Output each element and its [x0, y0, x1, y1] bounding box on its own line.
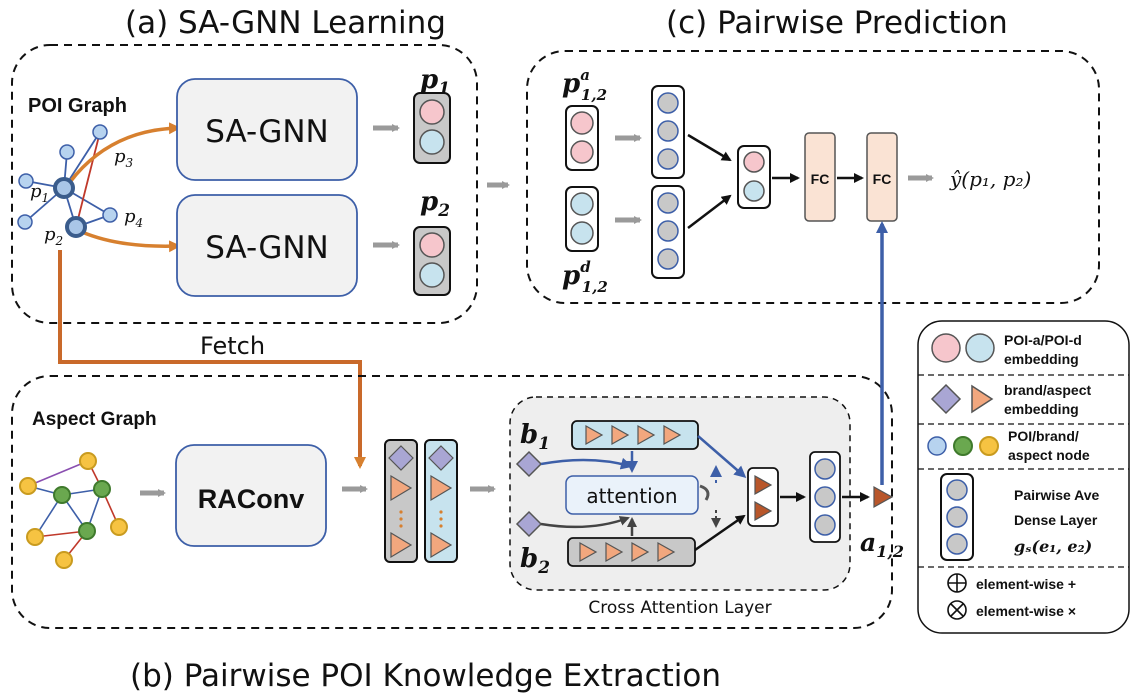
legend-item4-line1: Pairwise Ave [1014, 487, 1100, 503]
b2-label: b2 [520, 544, 550, 578]
output-p2-label: p2 [420, 187, 450, 221]
b1-sequence [571, 420, 699, 450]
blue-node [570, 192, 594, 216]
gray-node [946, 533, 968, 555]
embedding-column-2 [424, 439, 458, 563]
legend-triangle [971, 384, 994, 414]
dark-triangle [754, 474, 773, 496]
a12-triangle [873, 485, 894, 509]
pink-node [743, 151, 765, 173]
title-b: (b) Pairwise POI Knowledge Extraction [130, 658, 721, 694]
dark-arrow [540, 516, 630, 529]
pink-node [419, 99, 445, 125]
legend-pink-node [931, 333, 961, 363]
sagnn-label-bottom: SA-GNN [205, 230, 329, 266]
node-p3-label: p3 [114, 146, 134, 170]
blue-node [419, 129, 445, 155]
blue-node [570, 221, 594, 245]
b1-label: b1 [520, 420, 550, 454]
gray-node [814, 458, 836, 480]
blue-node [743, 180, 765, 202]
aspect-nodes [19, 452, 128, 569]
node-p4-label: p4 [124, 206, 143, 230]
sagnn-box-top [176, 78, 358, 181]
fused-vector [747, 467, 779, 527]
legend-aspect-node [979, 436, 999, 456]
gray-node [946, 479, 968, 501]
a12-label: a1,2 [860, 528, 904, 561]
gray-node [657, 120, 679, 142]
poi-graph-label: POI Graph [28, 95, 127, 117]
legend-item3-line1: POI/brand/ [1008, 428, 1079, 444]
legend-item4-math: gₛ(e₁, e₂) [1014, 537, 1092, 556]
sagnn-box-bottom [176, 194, 358, 297]
blue-arrow [540, 457, 633, 470]
pink-node [570, 140, 594, 164]
sagnn-label-top: SA-GNN [205, 114, 329, 150]
b2-sequence [567, 537, 696, 567]
gray-node [814, 486, 836, 508]
blue-node [419, 262, 445, 288]
aspect-graph-label: Aspect Graph [32, 409, 157, 430]
blue-arrow [697, 435, 747, 478]
gray-node [657, 248, 679, 270]
title-c: (c) Pairwise Prediction [666, 5, 1008, 41]
legend-blue-node [965, 333, 995, 363]
pink-node [570, 111, 594, 135]
fetch-arrow [58, 250, 366, 469]
legend-item1-line2: embedding [1004, 351, 1079, 367]
panel-c [526, 50, 1100, 304]
cross-attention-caption: Cross Attention Layer [588, 598, 771, 618]
node-p1-label: p1 [30, 181, 49, 205]
embedding-column-1 [384, 439, 418, 563]
legend-item3-line2: aspect node [1008, 447, 1090, 463]
attention-label: attention [586, 484, 677, 508]
legend-poi-node [927, 436, 947, 456]
legend-item2-line1: brand/aspect [1004, 382, 1091, 398]
fc-layer-1 [804, 132, 836, 222]
plus-circle-icon [947, 573, 967, 593]
fetch-label: Fetch [200, 332, 265, 360]
attention-split [699, 484, 710, 501]
output-p1-label: p1 [420, 65, 450, 99]
prediction-output: ŷ(p₁, p₂) [949, 167, 1031, 191]
pink-node [419, 232, 445, 258]
times-circle-icon [947, 600, 967, 620]
b2-diamond [515, 510, 543, 538]
legend-item1-line1: POI-a/POI-d [1004, 332, 1082, 348]
black-arrow [687, 133, 732, 162]
legend-brand-node [953, 436, 973, 456]
gray-node [657, 148, 679, 170]
dark-triangle [754, 500, 773, 522]
title-a: (a) SA-GNN Learning [125, 5, 446, 41]
black-arrow [687, 194, 732, 229]
gray-node [657, 220, 679, 242]
node-p2-label: p2 [44, 224, 63, 248]
panel-a [11, 44, 478, 324]
fc-label-2: FC [873, 171, 892, 187]
legend-item5: element-wise + [976, 576, 1076, 592]
legend-diamond [930, 383, 962, 415]
black-arrow [694, 514, 746, 552]
poi-nodes [17, 124, 118, 238]
b1-diamond [515, 450, 543, 478]
gray-node [946, 506, 968, 528]
attention-box[interactable] [565, 475, 699, 515]
aspect-graph [27, 460, 120, 561]
gray-node [657, 92, 679, 114]
raconv-label: RAConv [198, 484, 305, 514]
orange-arrow-bottom [81, 230, 181, 253]
legend-item6: element-wise × [976, 603, 1076, 619]
fc-label-1: FC [811, 171, 830, 187]
orange-arrow-top [68, 122, 181, 184]
legend-item2-line2: embedding [1004, 401, 1079, 417]
raconv-box [175, 444, 327, 547]
gray-node [657, 192, 679, 214]
panel-b [11, 375, 893, 629]
gray-node [814, 514, 836, 536]
legend-item4-line2: Dense Layer [1014, 512, 1098, 528]
